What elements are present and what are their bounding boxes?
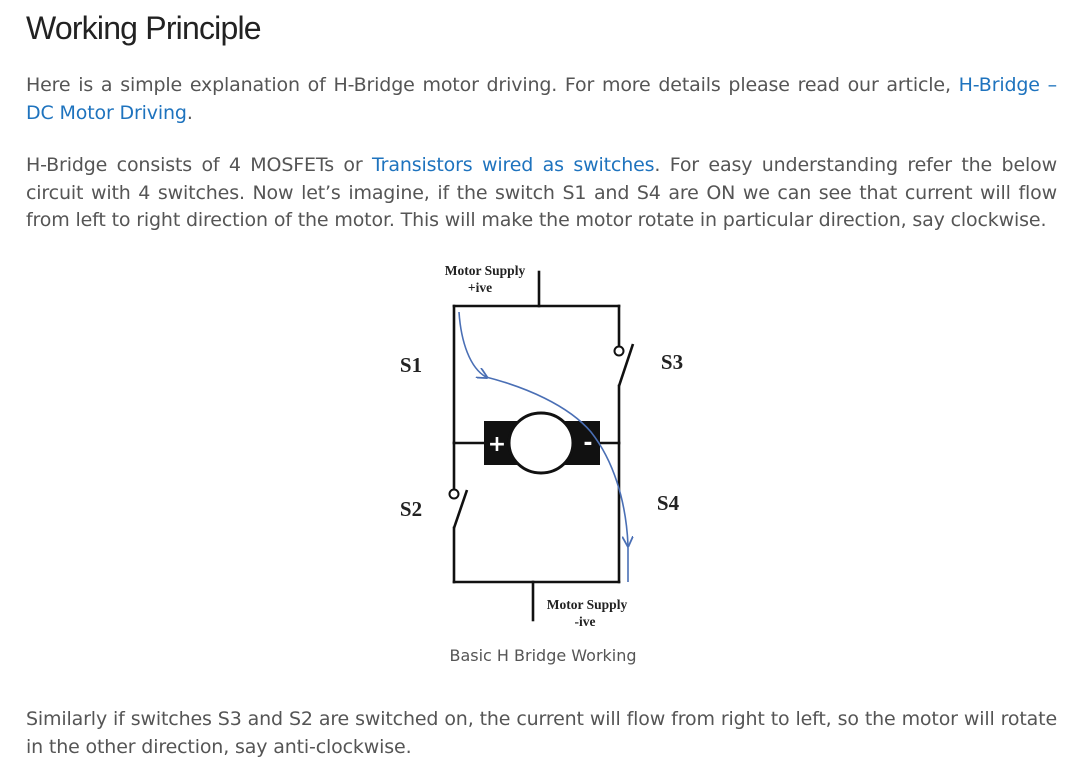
switch-s2-label: S2: [400, 497, 422, 521]
motor-symbol: + -: [484, 411, 600, 475]
switch-s1-label: S1: [400, 353, 422, 377]
switch-s2-symbol: [448, 488, 469, 529]
switch-s4-label: S4: [657, 491, 680, 515]
current-flow-arrows: [458, 311, 628, 582]
explanation-text: H-Bridge consists of 4 MOSFETs or: [26, 154, 372, 176]
h-bridge-article-link[interactable]: H-Bridge – DC Motor Driving: [26, 74, 1057, 124]
switch-s3-label: S3: [661, 350, 683, 374]
circuit-wiring: [452, 270, 621, 622]
page-title: Working Principle: [26, 10, 262, 46]
motor-supply-negative-polarity: -ive: [575, 614, 596, 629]
figure-caption: Basic H Bridge Working: [449, 646, 637, 665]
switch-s3-symbol: [613, 343, 635, 387]
motor-minus-terminal: -: [583, 431, 592, 456]
motor-plus-terminal: +: [488, 432, 506, 457]
intro-paragraph: Here is a simple explanation of H-Bridge…: [26, 72, 1057, 127]
motor-supply-positive-label: Motor Supply: [445, 263, 526, 278]
explanation-paragraph: H-Bridge consists of 4 MOSFETs or Transi…: [26, 152, 1057, 235]
intro-text-end: .: [186, 101, 193, 124]
conclusion-paragraph: Similarly if switches S3 and S2 are swit…: [26, 708, 1057, 758]
transistors-switches-link[interactable]: Transistors wired as switches: [372, 154, 655, 176]
h-bridge-diagram: + - Motor Supply +ive S1 S3 S2 S4 Motor …: [400, 263, 683, 629]
motor-supply-positive-polarity: +ive: [468, 280, 492, 295]
explanation-text-end: . For easy understanding refer the below…: [26, 154, 1057, 231]
motor-supply-negative-label: Motor Supply: [547, 597, 628, 612]
intro-text: Here is a simple explanation of H-Bridge…: [26, 74, 959, 96]
